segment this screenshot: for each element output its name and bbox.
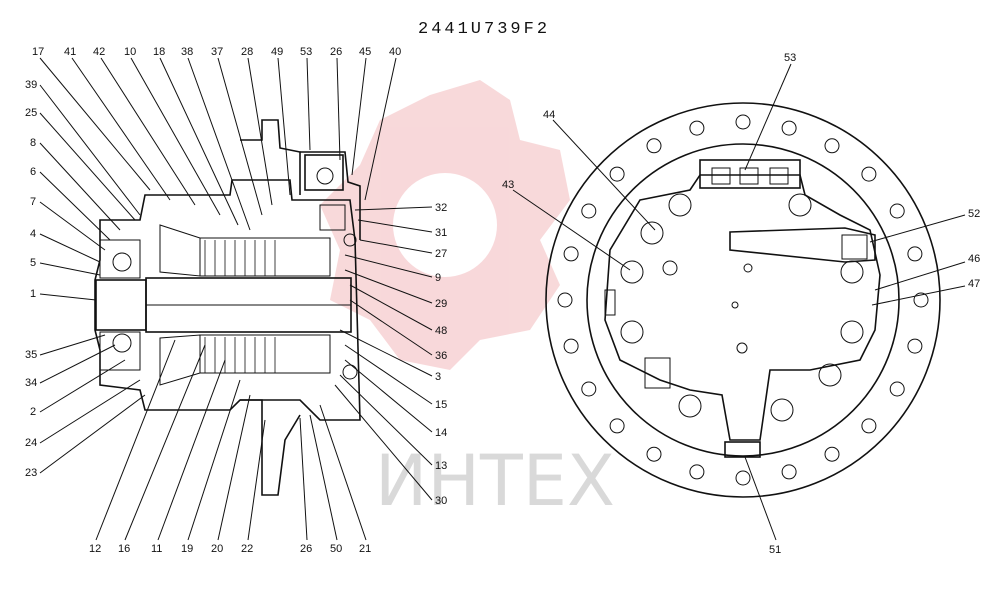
callout: 44 xyxy=(543,109,555,121)
bolt-hole xyxy=(861,166,877,182)
bolt-hole xyxy=(889,381,905,397)
bolt-hole xyxy=(581,203,597,219)
bolt-hole xyxy=(689,120,705,136)
bolt-hole xyxy=(581,381,597,397)
callout: 52 xyxy=(968,208,980,220)
callout: 41 xyxy=(64,46,76,58)
bolt-hole xyxy=(646,138,662,154)
callout: 53 xyxy=(300,46,312,58)
callout: 38 xyxy=(181,46,193,58)
callout: 15 xyxy=(435,399,447,411)
bolt-hole xyxy=(689,464,705,480)
callout: 48 xyxy=(435,325,447,337)
callout: 49 xyxy=(271,46,283,58)
bolt-hole xyxy=(735,470,751,486)
callout: 9 xyxy=(435,272,441,284)
end-view xyxy=(545,102,941,498)
cross-section-view xyxy=(94,119,361,496)
callout: 17 xyxy=(32,46,44,58)
leader-lines-right xyxy=(512,63,966,541)
callout: 19 xyxy=(181,543,193,555)
callout: 11 xyxy=(151,543,162,555)
callout: 28 xyxy=(241,46,253,58)
callout: 20 xyxy=(211,543,223,555)
bolt-hole xyxy=(609,418,625,434)
callout: 16 xyxy=(118,543,130,555)
callout: 37 xyxy=(211,46,223,58)
watermark-gear-logo xyxy=(320,80,570,370)
leader-lines-left xyxy=(39,57,433,541)
callout: 3 xyxy=(435,371,441,383)
bolt-hole xyxy=(907,338,923,354)
bolt-hole xyxy=(735,114,751,130)
bolt-hole xyxy=(557,292,573,308)
bolt-hole xyxy=(781,120,797,136)
callout: 40 xyxy=(389,46,401,58)
bolt-hole xyxy=(824,446,840,462)
callout: 34 xyxy=(25,377,37,389)
callout: 25 xyxy=(25,107,37,119)
callout: 32 xyxy=(435,202,447,214)
callout: 42 xyxy=(93,46,105,58)
drawing-number: 2441U739F2 xyxy=(418,20,550,39)
callout: 39 xyxy=(25,79,37,91)
callout: 21 xyxy=(359,543,371,555)
callout: 12 xyxy=(89,543,101,555)
callout: 47 xyxy=(968,278,980,290)
callout: 4 xyxy=(30,228,36,240)
bolt-hole xyxy=(609,166,625,182)
callout: 50 xyxy=(330,543,342,555)
callout: 22 xyxy=(241,543,253,555)
callout: 10 xyxy=(124,46,136,58)
bolt-hole xyxy=(563,246,579,262)
callout: 6 xyxy=(30,166,36,178)
callout: 53 xyxy=(784,52,796,64)
callout: 45 xyxy=(359,46,371,58)
callouts-left: 17 41 42 10 18 38 37 28 49 53 26 45 40 3… xyxy=(25,46,447,555)
bolt-hole xyxy=(646,446,662,462)
bolt-hole xyxy=(781,464,797,480)
callout: 8 xyxy=(30,137,36,149)
callout: 24 xyxy=(25,437,37,449)
callout: 7 xyxy=(30,196,36,208)
callout: 46 xyxy=(968,253,980,265)
callout: 14 xyxy=(435,427,447,439)
callout: 23 xyxy=(25,467,37,479)
bolt-hole xyxy=(907,246,923,262)
callout: 29 xyxy=(435,298,447,310)
watermark-text: ИНТЕХ xyxy=(375,440,615,522)
callout: 30 xyxy=(435,495,447,507)
callout: 5 xyxy=(30,257,36,269)
callout: 36 xyxy=(435,350,447,362)
bolt-hole xyxy=(889,203,905,219)
callout: 2 xyxy=(30,406,36,418)
callout: 1 xyxy=(30,288,36,300)
callout: 27 xyxy=(435,248,447,260)
bolt-hole xyxy=(861,418,877,434)
bolt-hole xyxy=(563,338,579,354)
callout: 26 xyxy=(300,543,312,555)
bolt-hole-ring xyxy=(557,114,929,486)
callout: 13 xyxy=(435,460,447,472)
callout: 18 xyxy=(153,46,165,58)
bolt-hole xyxy=(913,292,929,308)
bolt-hole xyxy=(824,138,840,154)
callout: 35 xyxy=(25,349,37,361)
callout: 51 xyxy=(769,544,781,556)
callout: 43 xyxy=(502,179,514,191)
callouts-right: 53 44 43 52 46 47 51 xyxy=(502,52,980,556)
callout: 26 xyxy=(330,46,342,58)
callout: 31 xyxy=(435,227,447,239)
